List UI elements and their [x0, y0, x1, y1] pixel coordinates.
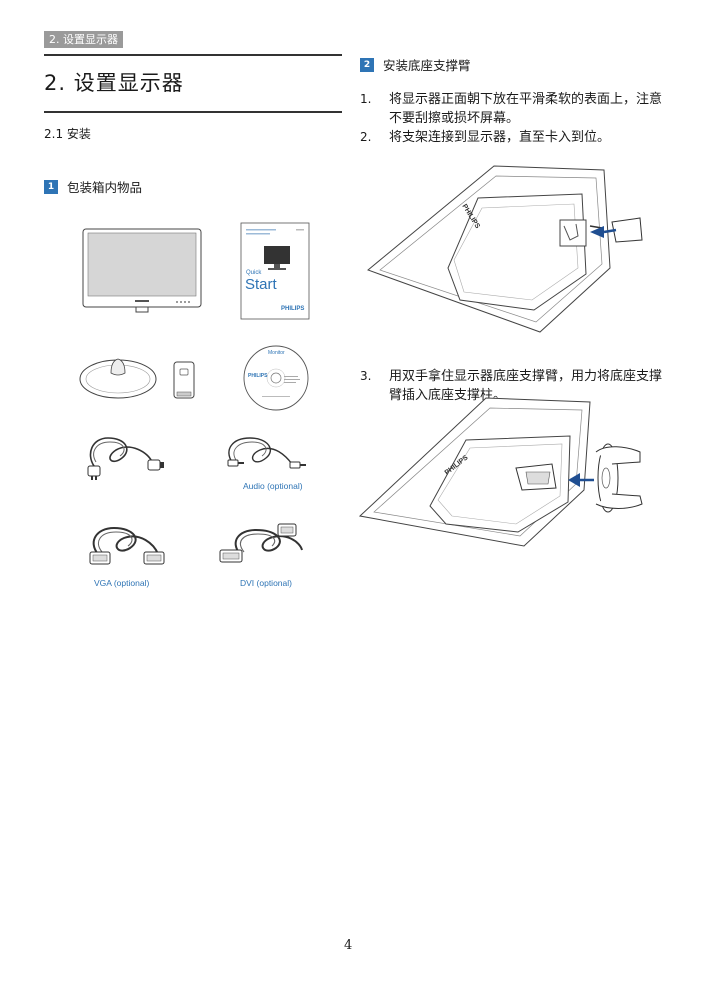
qsg-brand-label: PHILIPS [281, 306, 305, 312]
chapter-title: 2. 设置显示器 [44, 71, 184, 95]
box-contents-heading: 1 包装箱内物品 [44, 177, 142, 196]
qsg-start-label: Start [245, 276, 277, 293]
stand-assembly-heading: 2 安装底座支撑臂 [360, 55, 471, 74]
chapter-top-rule [44, 54, 342, 56]
step-number: 2. [360, 130, 372, 144]
stand-neck-illustration [173, 361, 195, 399]
dvi-cable-illustration [219, 523, 303, 563]
qsg-quick-label: Quick [246, 270, 262, 276]
audio-cable-illustration [227, 437, 306, 469]
stand-base-illustration [79, 358, 157, 399]
section-title: 2.1 安装 [44, 127, 91, 141]
power-cord-illustration [87, 437, 164, 480]
section-number-badge: 1 [44, 179, 58, 194]
insert-base-illustration [358, 397, 643, 547]
step-1: 1. 将显示器正面朝下放在平滑柔软的表面上，注意不要刮擦或损坏屏幕。 [360, 90, 664, 130]
dvi-cable-caption: DVI (optional) [240, 578, 292, 588]
step-2: 2. 将支架连接到显示器，直至卡入到位。 [360, 128, 664, 148]
attach-stand-illustration [367, 165, 643, 333]
step-number: 1. [360, 92, 372, 106]
running-header-tag: 2. 设置显示器 [44, 31, 123, 48]
step-text: 将支架连接到显示器，直至卡入到位。 [389, 130, 611, 145]
step-3: 3. 用双手拿住显示器底座支撑臂，用力将底座支撑臂插入底座支撑柱。 [360, 367, 664, 407]
step-text: 将显示器正面朝下放在平滑柔软的表面上，注意不要刮擦或损坏屏幕。 [389, 92, 663, 126]
vga-cable-caption: VGA (optional) [94, 578, 150, 588]
cd-rom-illustration [243, 345, 309, 411]
vga-cable-illustration [89, 526, 165, 565]
stand-assembly-heading-text: 安装底座支撑臂 [383, 58, 471, 73]
audio-cable-caption: Audio (optional) [243, 481, 303, 491]
step-text: 用双手拿住显示器底座支撑臂，用力将底座支撑臂插入底座支撑柱。 [389, 369, 663, 403]
section-number-badge: 2 [360, 57, 374, 72]
cd-monitor-label: Monitor [268, 350, 285, 356]
step-number: 3. [360, 369, 372, 383]
cd-brand-label: PHILIPS [248, 373, 268, 379]
quick-start-guide-illustration [240, 222, 310, 320]
box-contents-heading-text: 包装箱内物品 [67, 180, 143, 195]
chapter-bottom-rule [44, 111, 342, 113]
monitor-front-illustration [82, 228, 202, 313]
page-number: 4 [344, 938, 353, 953]
